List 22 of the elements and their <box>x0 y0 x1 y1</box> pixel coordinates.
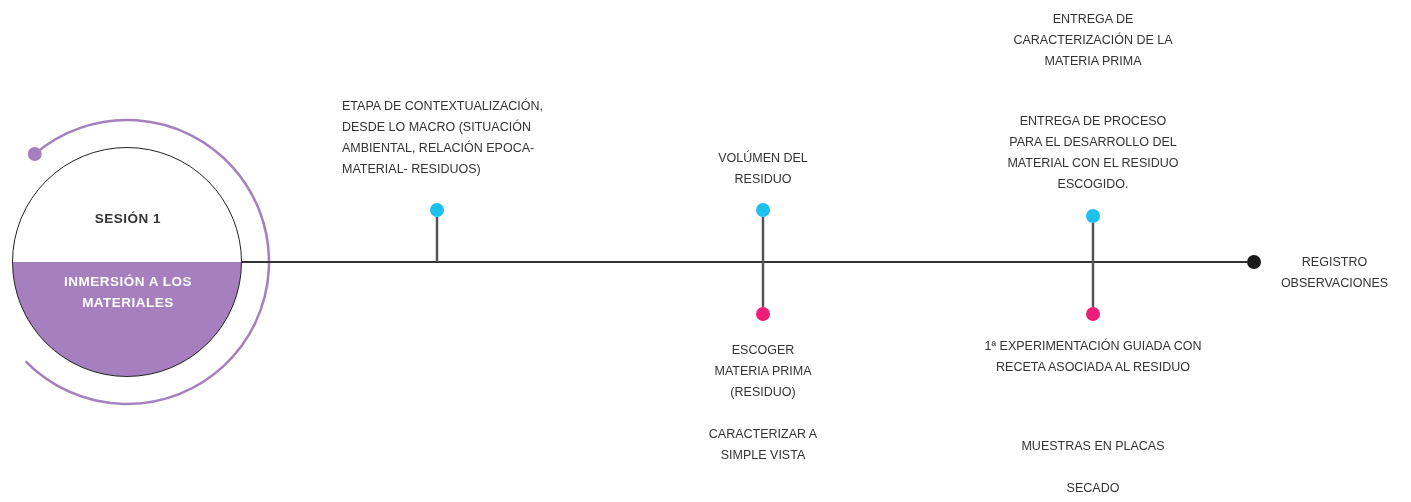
step-text: ESCOGER MATERIA PRIMA (RESIDUO) <box>713 342 813 401</box>
stem-line <box>435 217 439 262</box>
note-text: CARACTERIZAR A SIMPLE VISTA <box>707 426 819 464</box>
session-subtitle: INMERSIÓN A LOS MATERIALES <box>63 273 193 312</box>
step-text: VOLÚMEN DEL RESIDUO <box>717 149 809 188</box>
dot-marker <box>756 203 770 217</box>
timeline-line <box>241 261 1248 263</box>
step-text: ETAPA DE CONTEXTUALIZACIÓN, DESDE LO MACRO (SITUACIÓN AMBIENTAL, RELACIÓN EPOCA-MATERIAL- RESIDUOS) <box>342 97 544 178</box>
dot-marker <box>1247 255 1261 269</box>
step-text: MUESTRAS EN PLACAS <box>1020 438 1166 455</box>
session-title: SESIÓN 1 <box>93 210 163 228</box>
stem-line <box>761 217 765 307</box>
dot-marker <box>430 203 444 217</box>
step-text: REGISTRO OBSERVACIONES <box>1279 254 1390 292</box>
step-text: SECADO <box>1065 480 1121 497</box>
dot-marker <box>1086 307 1100 321</box>
note-text: ENTREGA DE CARACTERIZACIÓN DE LA MATERIA PRIMA <box>1013 11 1173 70</box>
stem-line <box>1091 223 1095 307</box>
step-text: 1ª EXPERIMENTACIÓN GUIADA CON RECETA ASOCIADA AL RESIDUO <box>983 337 1203 376</box>
dot-marker <box>1086 209 1100 223</box>
dot-marker <box>756 307 770 321</box>
step-text: ENTREGA DE PROCESO PARA EL DESARROLLO DEL MATERIAL CON EL RESIDUO ESCOGIDO. <box>1006 113 1180 193</box>
